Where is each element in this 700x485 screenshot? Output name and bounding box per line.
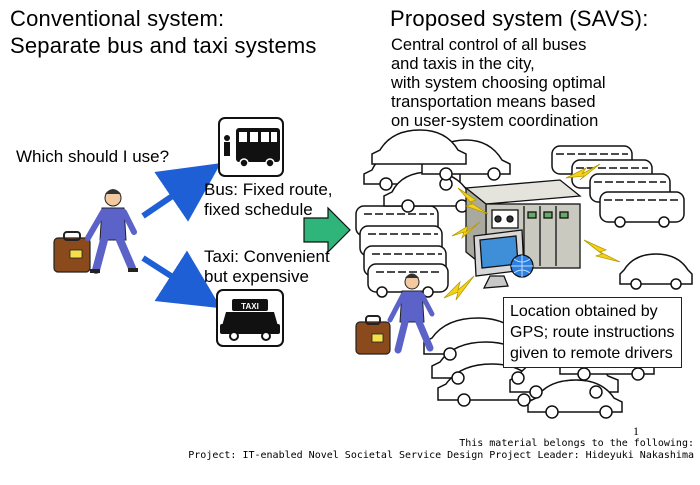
traveler-right-icon	[355, 273, 435, 355]
lightning-bolts-icon	[443, 163, 621, 301]
proposed-desc-line2: and taxis in the city,	[391, 55, 535, 73]
conventional-title-line1: Conventional system:	[10, 6, 225, 31]
footer-credit: This material belongs to the following: …	[94, 438, 694, 462]
proposed-desc-line5: on user-system coordination	[391, 112, 599, 130]
arrow-to-taxi	[141, 250, 222, 309]
car-fleet-right-icon	[619, 253, 693, 290]
question-text: Which should I use?	[16, 147, 170, 166]
bus-label: Bus: Fixed route, fixed schedule	[204, 180, 333, 220]
taxi-sign-icon	[216, 289, 284, 347]
server-rack-icon	[464, 179, 582, 270]
info-line2: GPS; route instructions	[510, 324, 675, 341]
conventional-title: Conventional system: Separate bus and ta…	[10, 5, 317, 59]
info-line3: given to remote drivers	[510, 345, 673, 362]
taxi-sign-text: TAXI	[241, 302, 259, 311]
footer-line1: This material belongs to the following:	[459, 438, 694, 449]
proposed-title: Proposed system (SAVS):	[390, 6, 649, 31]
footer-line2: Project: IT-enabled Novel Societal Servi…	[188, 450, 694, 461]
page-number: 1	[633, 424, 639, 438]
bus-fleet-left-icon	[355, 205, 449, 298]
taxi-label: Taxi: Convenient but expensive	[204, 247, 330, 287]
proposed-desc-line1: Central control of all buses	[391, 36, 587, 54]
taxi-label-line1: Taxi: Convenient	[204, 247, 330, 266]
taxi-label-line2: but expensive	[204, 267, 309, 286]
gps-info-box: Location obtained by GPS; route instruct…	[503, 297, 682, 368]
bus-label-line1: Bus: Fixed route,	[204, 180, 333, 199]
bus-sign-icon	[218, 117, 284, 177]
proposed-description: Central control of all buses and taxis i…	[391, 36, 606, 131]
green-arrow	[303, 206, 351, 254]
proposed-desc-line4: transportation means based	[391, 93, 596, 111]
conventional-title-line2: Separate bus and taxi systems	[10, 33, 317, 58]
computer-monitor-icon	[473, 229, 534, 289]
arrow-to-bus	[141, 163, 221, 222]
bus-label-line2: fixed schedule	[204, 200, 313, 219]
info-line1: Location obtained by	[510, 303, 658, 320]
bus-fleet-right-icon	[551, 145, 685, 228]
traveler-left-icon	[53, 189, 138, 274]
proposed-desc-line3: with system choosing optimal	[391, 74, 606, 92]
car-fleet-top-icon	[363, 129, 511, 213]
